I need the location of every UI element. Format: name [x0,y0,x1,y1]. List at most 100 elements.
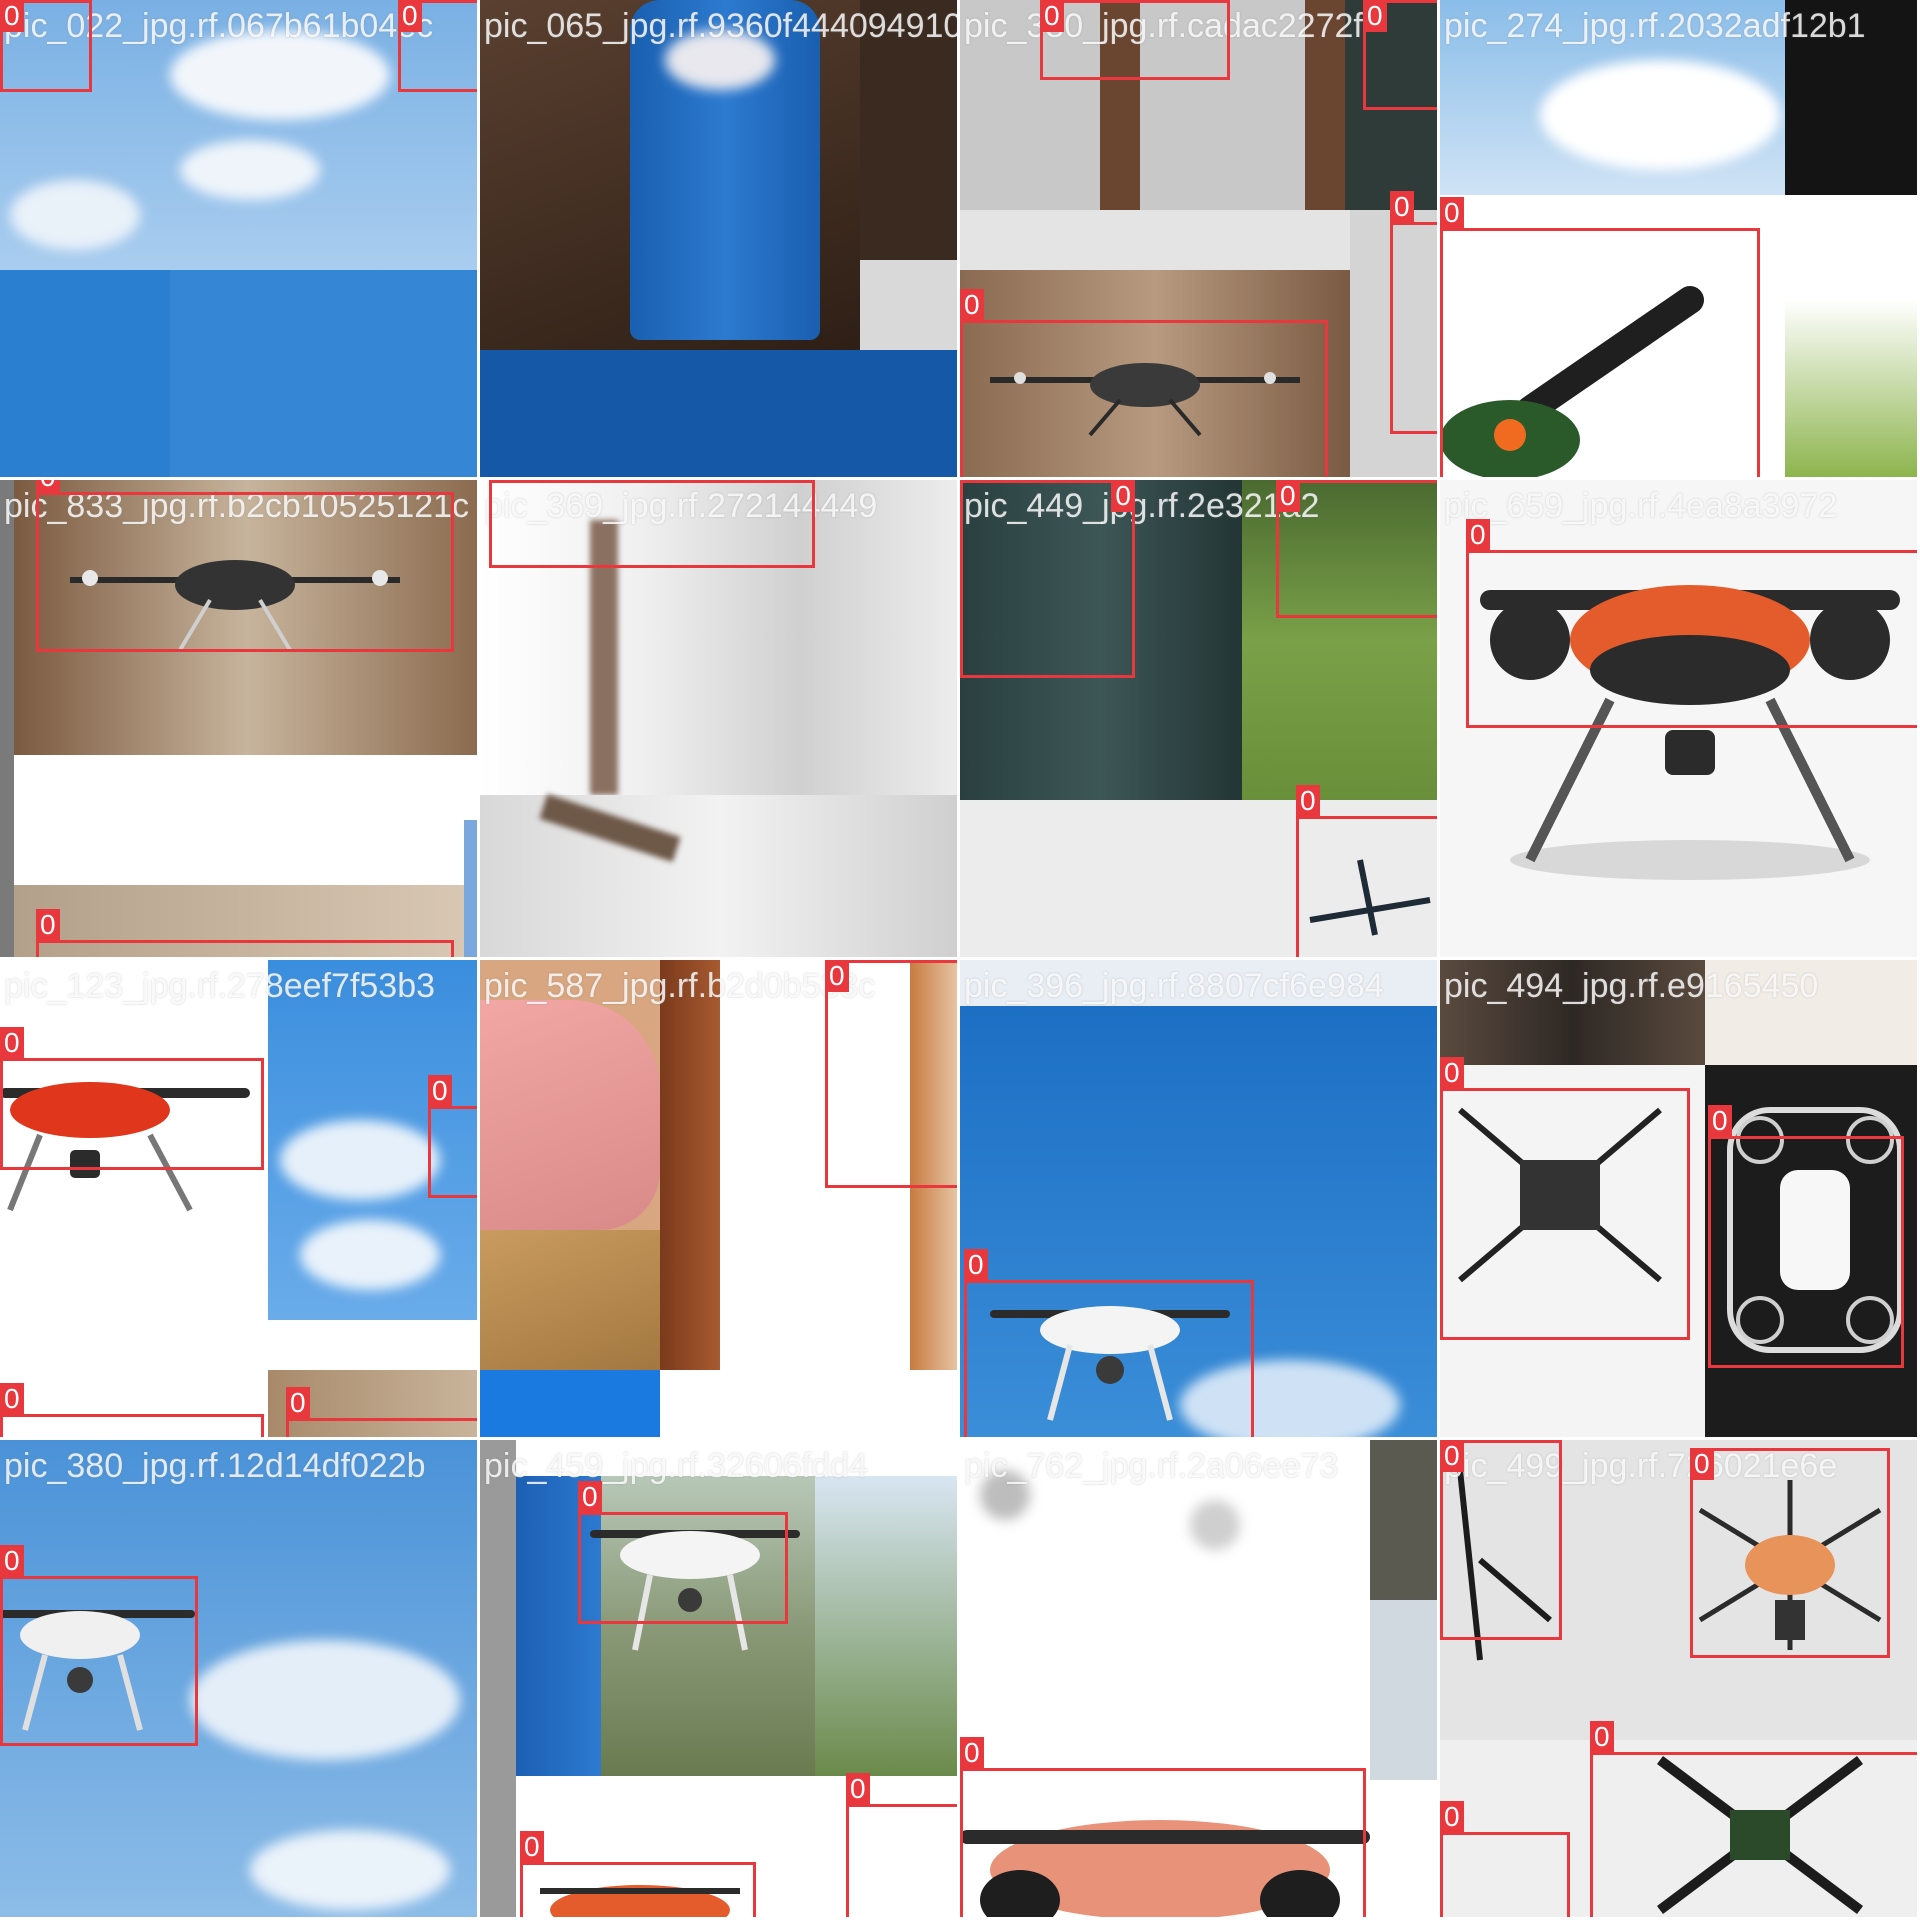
class-tag: 0 [1440,1440,1464,1472]
bounding-box: 0 [1363,0,1437,110]
cloud [1540,60,1780,170]
light-panel [1370,1600,1437,1780]
tile-13: pic_459_jpg.rf.32606fdd4 0 0 0 [480,1440,960,1920]
tile-label: pic_459_jpg.rf.32606fdd4 [484,1447,868,1485]
bounding-box: 0 [520,1831,756,1917]
class-tag: 0 [1690,1448,1714,1480]
water-region [170,270,477,477]
bounding-box: 0 [1590,1721,1917,1917]
tile-label: pic_396_jpg.rf.8807cf6e984 [964,967,1384,1005]
bounding-box: 0 [36,909,454,957]
tile-label: pic_123_jpg.rf.278eef7f53b3 [4,967,436,1005]
tile-9: pic_587_jpg.rf.b2d0b533c 0 [480,960,960,1440]
class-tag: 0 [1590,1721,1614,1753]
tile-4: pic_833_jpg.rf.b2cb10525121c 0 0 [0,480,480,960]
bounding-box: 0 [1466,519,1917,728]
blue-strip [464,820,477,957]
drone-orange-quadcopter [540,1885,740,1917]
bounding-box: 0 [964,1249,1254,1437]
class-tag: 0 [489,480,513,481]
tile-6: pic_449_jpg.rf.2e321a2 0 0 0 [960,480,1440,960]
class-tag: 0 [428,1075,452,1107]
class-tag: 0 [36,909,60,941]
wall-region [480,480,957,795]
class-tag: 0 [846,1773,870,1805]
bounding-box: 0 [1708,1105,1904,1368]
person-jacket [516,1476,601,1776]
bounding-box: 0 [1690,1448,1890,1658]
tile-label: pic_449_jpg.rf.2e321a2 [964,487,1320,525]
cloud [250,1830,450,1910]
drone-black-x [1657,1756,1863,1914]
drone-orange-hexacopter [1698,1480,1882,1650]
tile-7: pic_659_jpg.rf.4ea8a3972 0 [1440,480,1920,960]
bounding-box: 0 [428,1075,477,1198]
tile-label: pic_380_jpg.rf.cadac2272f [964,7,1363,45]
class-tag: 0 [398,0,422,32]
bounding-box: 0 [960,480,1135,678]
drone-orange-quadcopter [0,1082,250,1212]
palm-region [815,1476,957,1776]
bounding-box: 0 [0,1027,264,1170]
cloud [10,180,140,250]
class-tag: 0 [0,1027,24,1059]
dark-panel [1370,1440,1437,1600]
tile-label: pic_369_jpg.rf.272144449 [484,487,878,525]
light-region [1705,960,1917,1065]
light-region [960,800,1437,957]
wood-strip [14,885,464,957]
tile-12: pic_380_jpg.rf.12d14df022b 0 [0,1440,480,1920]
class-tag: 0 [578,1481,602,1513]
class-tag: 0 [960,1737,984,1769]
class-tag: 0 [960,289,984,321]
cloud [280,1120,440,1200]
controller [1190,1500,1240,1550]
door-frame [1305,0,1345,210]
cloud [170,30,390,120]
drone-black-frame [1458,1107,1662,1283]
bounding-box: 0 [286,1387,477,1437]
cloud [1180,1360,1400,1437]
class-tag: 0 [1440,1801,1464,1833]
tile-label: pic_022_jpg.rf.067b61b04ec [4,7,434,45]
class-tag: 0 [1390,191,1414,223]
water-region [480,1370,660,1437]
class-tag: 0 [1111,480,1135,512]
bounding-box: 0 [0,1545,198,1746]
bounding-box: 0 [1440,1057,1690,1340]
tile-5: pic_369_jpg.rf.272144449 0 [480,480,960,960]
tile-label: pic_380_jpg.rf.12d14df022b [4,1447,426,1485]
class-tag: 0 [1040,0,1064,32]
class-tag: 0 [1466,519,1490,551]
top-strip [960,960,1437,1006]
dark-panel [960,480,1242,800]
edge-strip [480,1440,516,1917]
table-region [480,1230,660,1370]
bounding-box: 0 [825,960,957,1188]
tile-3: pic_274_jpg.rf.2032adf12b1 0 [1440,0,1920,480]
cloud [180,140,320,200]
bounding-box: 0 [960,1737,1366,1917]
class-tag: 0 [825,960,849,992]
dark-panel [1785,0,1917,195]
tile-1: pic_065_jpg.rf.9360f4440949109c [480,0,960,480]
tile-10: pic_396_jpg.rf.8807cf6e984 0 [960,960,1440,1440]
bounding-box: 0 [0,0,92,92]
class-tag: 0 [0,1545,24,1577]
bounding-box: 0 [489,480,815,568]
class-tag: 0 [1440,197,1464,229]
cloud [300,1220,440,1290]
bounding-box: 0 [0,1383,264,1437]
bounding-box: 0 [846,1773,957,1917]
class-tag: 0 [286,1387,310,1419]
grass-region [1785,300,1917,477]
water-region [480,350,957,477]
right-panel [860,260,957,350]
edge-strip [0,480,14,957]
class-tag: 0 [1440,1057,1464,1089]
bounding-box: 0 [1440,1801,1570,1917]
tile-8: pic_123_jpg.rf.278eef7f53b3 0 0 0 0 [0,960,480,1440]
drone-close-up [1440,286,1704,477]
drone-black-frame [1457,1469,1552,1661]
drone-white-quadcopter [590,1530,800,1651]
